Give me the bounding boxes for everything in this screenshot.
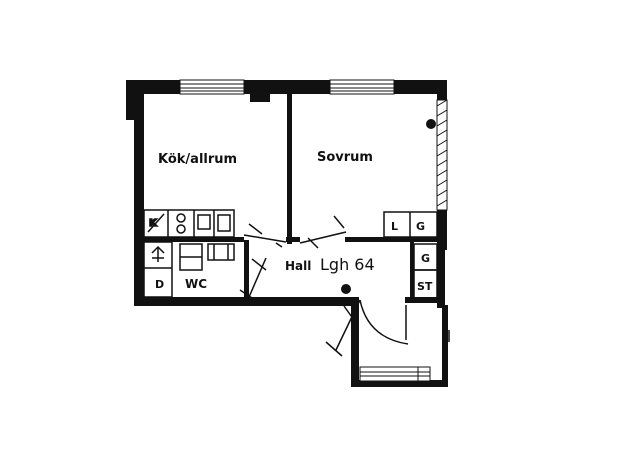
ceiling-light-icon [341,284,351,294]
closet-g-label: G [416,220,425,233]
hall-closet-st-label: ST [417,280,433,293]
closet-l-label: L [391,220,398,233]
wc-d-label: D [155,278,164,291]
kitchen-counter: K [143,209,235,238]
bedroom-closets: L G [383,211,438,238]
windows [179,79,448,382]
kitchen-label: Kök/allrum [158,152,237,167]
entry-door-swing [359,299,409,345]
pipe-icon [426,119,436,129]
hall-closets: G ST [413,243,438,299]
apartment-label: Lgh 64 [320,255,375,274]
wc-label: WC [185,277,207,291]
vent-icon [250,94,270,102]
wc-fixtures [143,241,235,298]
wc-door [248,257,267,298]
kitchen-door [243,234,287,243]
doors [239,215,409,357]
hall-label: Hall [285,259,311,273]
hall-closet-g-label: G [421,252,430,265]
stove-icon: K [149,218,158,229]
bedroom-door [299,231,347,244]
bedroom-label: Sovrum [317,150,373,165]
interior-walls [144,94,437,300]
